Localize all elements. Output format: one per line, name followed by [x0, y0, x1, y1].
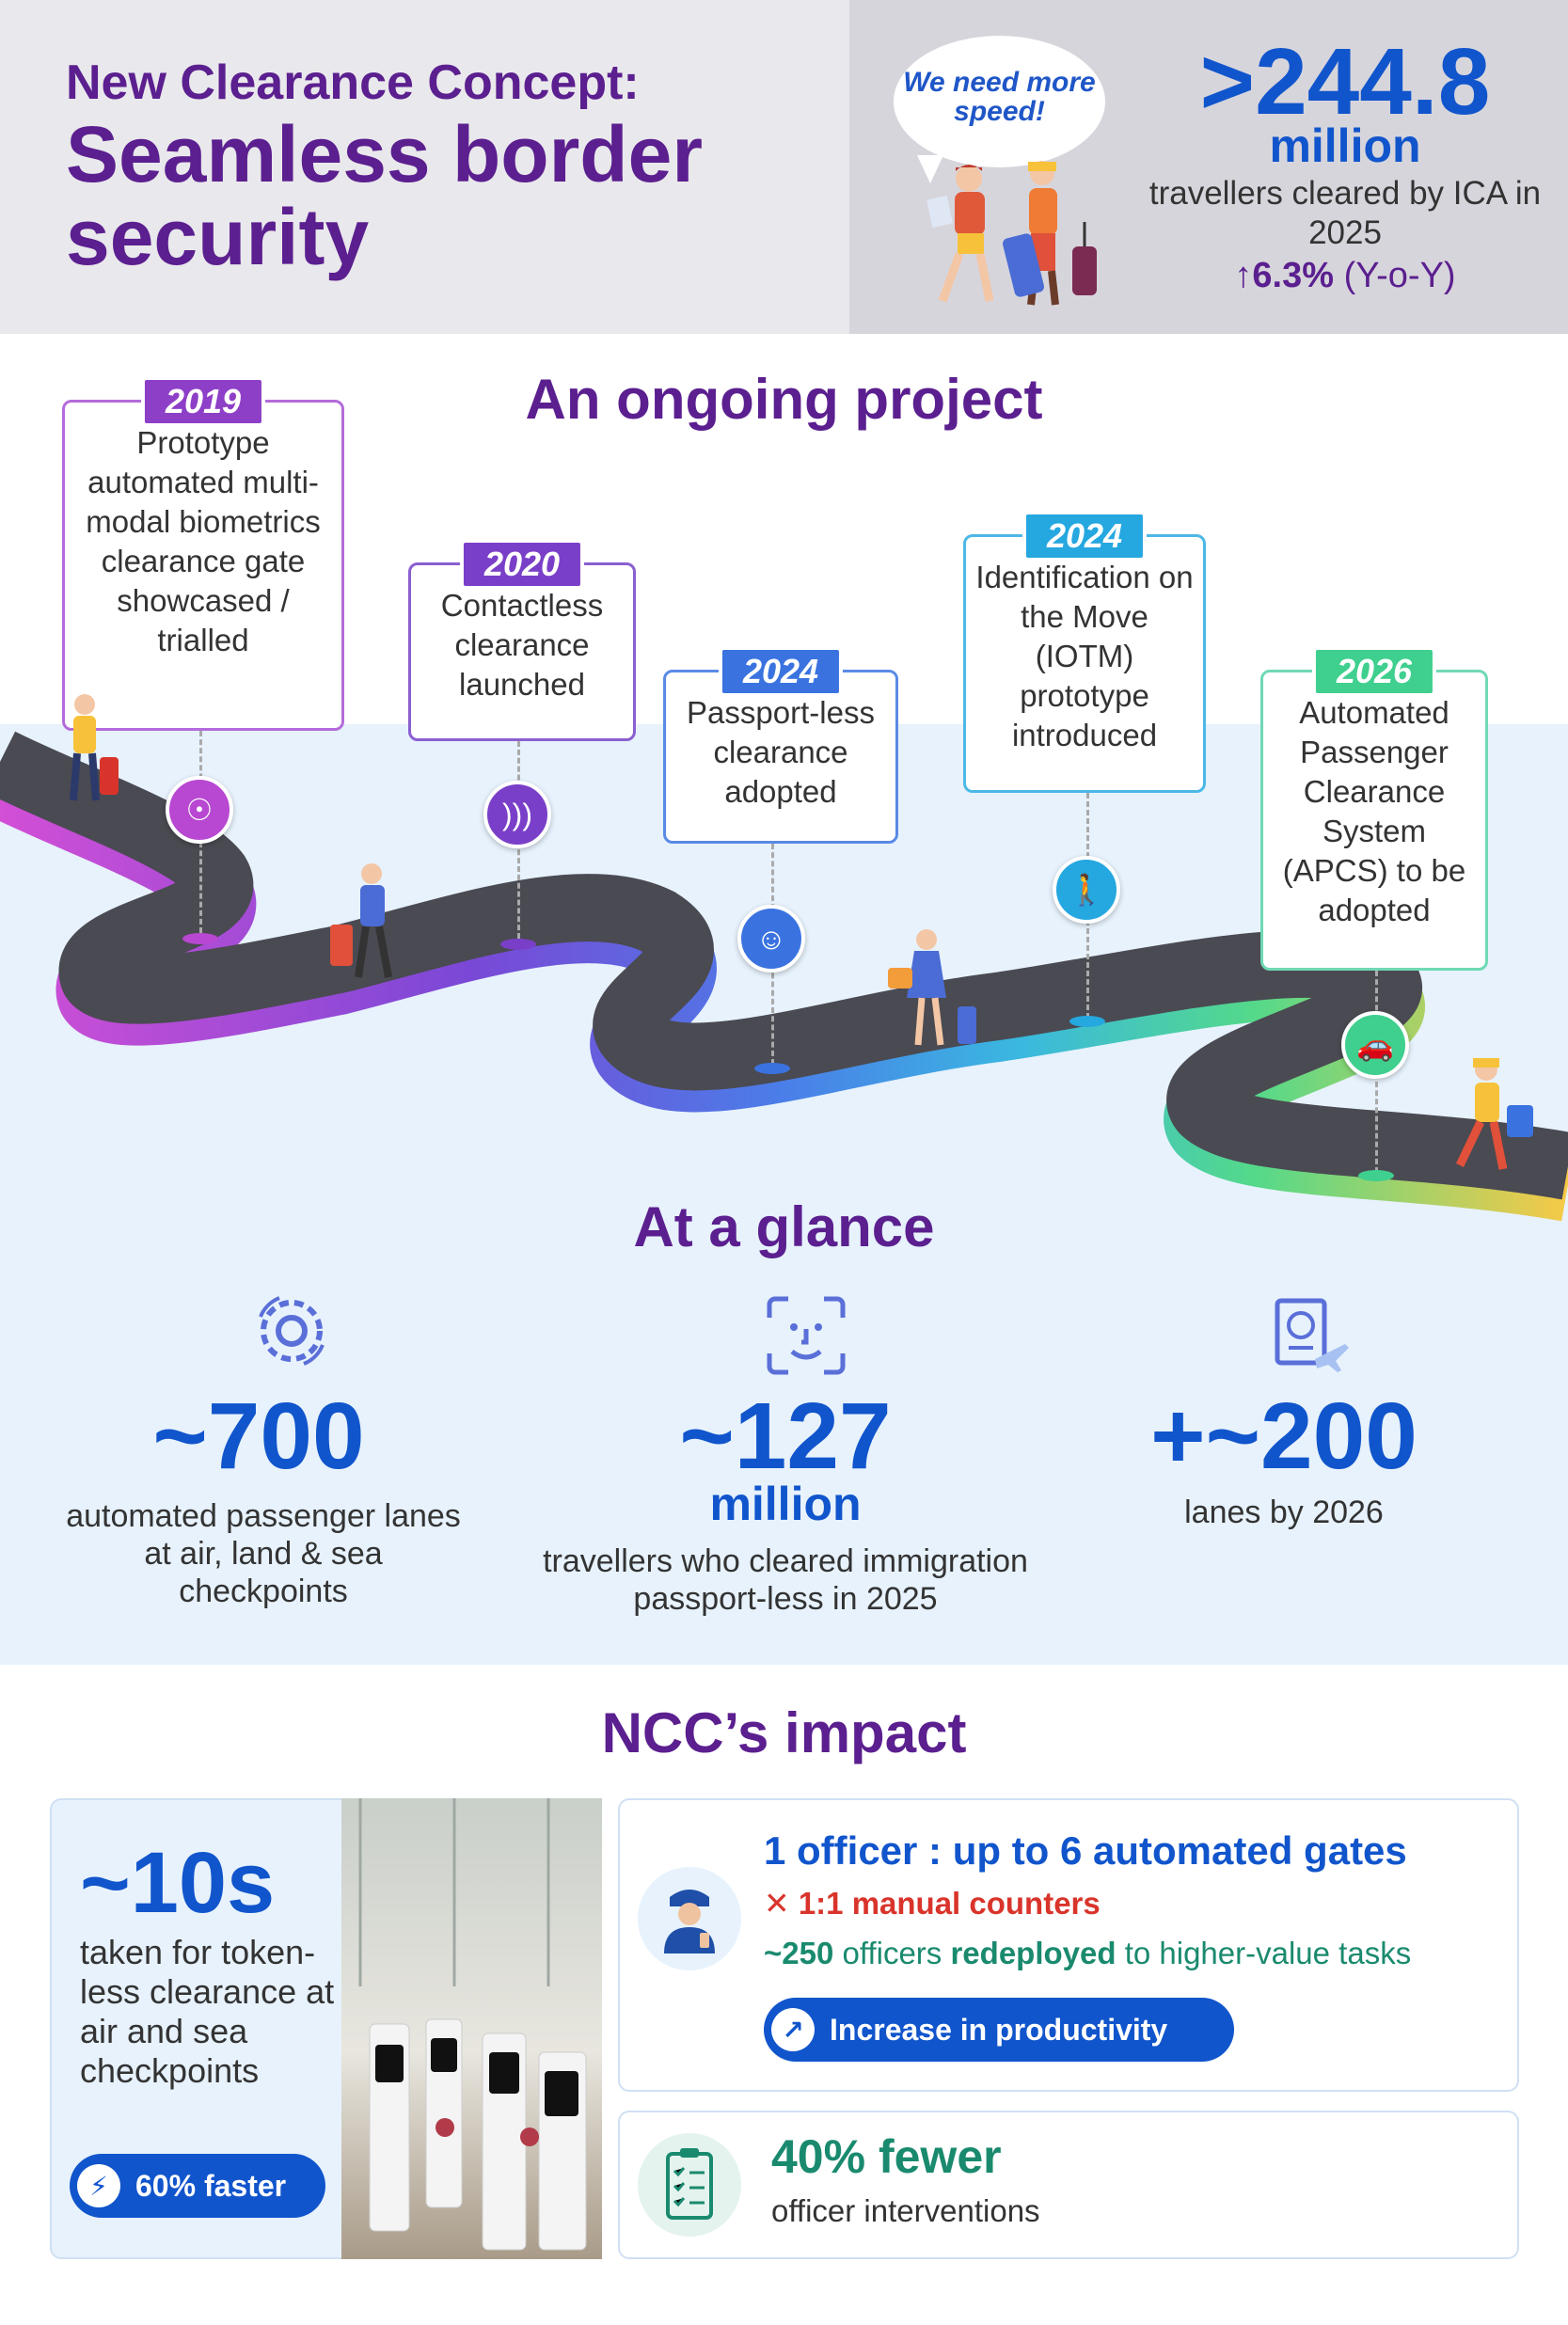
face-scan-icon [767, 1296, 846, 1375]
gear-icon [259, 1296, 325, 1366]
milestone-text: Identification on the Move (IOTM) protot… [975, 560, 1194, 752]
arrow-up-right-icon: ↗ [771, 2008, 815, 2051]
yoy-value: ↑6.3% [1234, 256, 1335, 295]
glance-desc-lanes: automated passenger lanes at air, land &… [66, 1498, 461, 1609]
yoy-growth: ↑6.3% (Y-o-Y) [1157, 256, 1533, 296]
glance-value-new-lanes: +~200 [1150, 1384, 1418, 1489]
glance-value-lanes: ~700 [152, 1384, 365, 1489]
yoy-suffix: (Y-o-Y) [1343, 256, 1456, 295]
redeploy-line: ~250 officers redeployed to higher-value… [764, 1936, 1411, 1971]
speech-bubble-tail [917, 155, 943, 183]
milestone-2024-iotm-box: 2024 Identification on the Move (IOTM) p… [963, 511, 1206, 793]
speed-desc: taken for token-less clearance at air an… [80, 1933, 335, 2090]
milestone-2020-box: 2020 Contactless clearance launched [408, 539, 636, 741]
traveller-figure-2 [330, 863, 392, 978]
speed-pill-label: 60% faster [135, 2168, 287, 2203]
milestone-2019-box: 2019 Prototype automated multi-modal bio… [62, 376, 344, 731]
bubble-text: We need more speed! [903, 67, 1096, 127]
pin-dot [500, 939, 536, 950]
pin-dot [1069, 1016, 1105, 1027]
speed-value: ~10s [80, 1835, 276, 1931]
glance-desc-new-lanes: lanes by 2026 [1184, 1495, 1384, 1530]
travellers-cleared-unit: million [1269, 119, 1421, 172]
redeploy-officers: officers [842, 1936, 942, 1970]
lightning-icon: ⚡ [77, 2164, 120, 2207]
ratio-line: 1 officer : up to 6 automated gates [764, 1828, 1407, 1873]
travellers-illustration [927, 161, 1097, 306]
milestone-text: Prototype automated multi-modal biometri… [86, 425, 321, 657]
winding-road [0, 731, 1568, 1222]
officer-icon [664, 1890, 715, 1953]
car-icon: 🚗 [1341, 1011, 1409, 1079]
milestone-year: 2024 [1022, 511, 1148, 561]
fewer-value: 40% fewer [771, 2130, 1002, 2183]
milestone-year: 2019 [140, 376, 266, 427]
redeploy-tail: to higher-value tasks [1124, 1936, 1412, 1970]
checklist-icon [666, 2148, 713, 2220]
milestone-2024-passport-box: 2024 Passport-less clearance adopted [663, 646, 898, 844]
walking-person-icon: 🚶 [1053, 856, 1120, 924]
milestone-2026-box: 2026 Automated Passenger Clearance Syste… [1260, 646, 1488, 971]
title-line2: Seamless border security [66, 110, 704, 281]
fingerprint-icon: ☉ [166, 776, 233, 844]
speed-pill: ⚡ 60% faster [70, 2154, 325, 2218]
milestone-text: Passport-less clearance adopted [687, 695, 875, 809]
productivity-pill-label: Increase in productivity [830, 2012, 1168, 2047]
pin-dot [182, 933, 218, 944]
milestone-year: 2020 [459, 539, 585, 590]
milestone-year: 2024 [718, 646, 844, 697]
redeploy-number: ~250 [764, 1936, 834, 1970]
milestone-year: 2026 [1311, 646, 1437, 697]
timeline-title: An ongoing project [525, 368, 1043, 431]
face-scan-icon: ☺ [737, 905, 805, 973]
glance-desc-passportless: travellers who cleared immigration passp… [543, 1543, 1028, 1617]
manual-counters: ✕ 1:1 manual counters [764, 1885, 1101, 1922]
title-line1: New Clearance Concept: [66, 55, 640, 110]
interventions-card [618, 2111, 1519, 2259]
milestone-text: Contactless clearance launched [440, 588, 604, 702]
impact-title: NCC’s impact [601, 1701, 967, 1764]
header-left-panel [0, 0, 849, 334]
pin-dot [754, 1063, 790, 1074]
clearance-gates-photo [341, 1798, 602, 2259]
contactless-icon: ))) [483, 781, 551, 848]
traveller-figure-1 [70, 694, 119, 801]
manual-line: 1:1 manual counters [798, 1886, 1101, 1921]
travellers-cleared-desc: travellers cleared by ICA in 2025 [1148, 175, 1542, 251]
traveller-figure-3 [888, 929, 976, 1046]
speech-bubble [894, 36, 1105, 167]
glance-value-passportless: ~127 [679, 1384, 892, 1489]
glance-title: At a glance [633, 1195, 935, 1258]
productivity-pill: ↗ Increase in productivity [764, 1998, 1234, 2062]
travellers-cleared-value: >244.8 [1199, 29, 1491, 134]
pin-dot [1358, 1170, 1394, 1181]
traveller-figure-4 [1455, 1058, 1533, 1170]
fewer-desc: officer interventions [771, 2193, 1040, 2228]
passport-plane-icon [1275, 1298, 1349, 1372]
milestone-text: Automated Passenger Clearance System (AP… [1282, 695, 1466, 927]
redeploy-bold: redeployed [950, 1936, 1117, 1970]
glance-unit-passportless: million [709, 1478, 862, 1530]
cross-icon: ✕ [764, 1886, 799, 1921]
